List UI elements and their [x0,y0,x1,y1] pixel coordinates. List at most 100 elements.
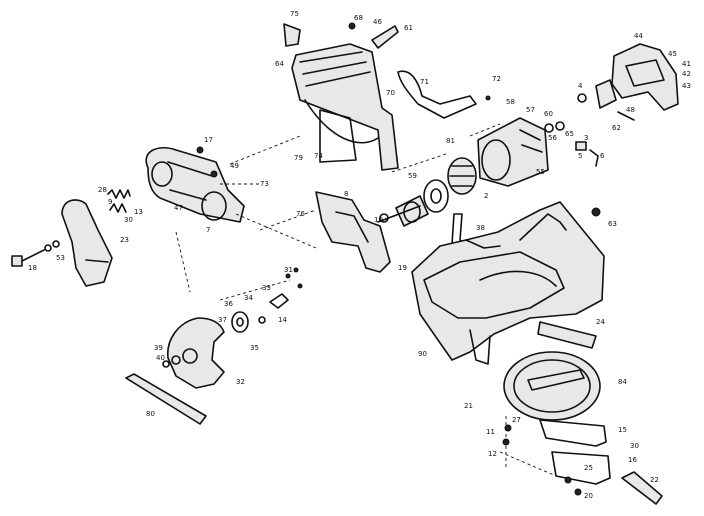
upper-blade-guard [291,43,399,171]
lock-knob-handle [621,471,663,505]
callout-22: 22 [650,476,659,484]
callout-55: 55 [536,168,545,176]
callout-9: 9 [108,198,112,206]
switch-handle [611,43,679,121]
fasteners [196,22,601,496]
callout-7: 7 [206,226,210,234]
callout-41: 41 [682,60,691,68]
callout-56: 56 [548,134,557,142]
callout-40: 40 [156,354,165,362]
callout-14: 14 [278,316,287,324]
callout-53: 53 [56,254,65,262]
callout-61: 61 [404,24,413,32]
callout-74: 74 [314,152,323,160]
callout-38: 38 [476,224,485,232]
callout-59: 59 [408,172,417,180]
fence-plate [537,321,597,349]
callout-46: 46 [373,18,382,26]
callout-58: 58 [506,98,515,106]
callout-81: 81 [446,137,455,145]
motor-housing [477,117,549,187]
callout-5: 5 [578,152,582,160]
callout-31: 31 [284,266,293,274]
carriage-bolt [11,240,60,267]
callout-27: 27 [512,416,521,424]
callout-62: 62 [612,124,621,132]
callout-57: 57 [526,106,535,114]
callout-3: 3 [584,134,588,142]
callout-32: 32 [236,378,245,386]
callout-37: 37 [218,316,227,324]
callout-18: 18 [28,264,37,272]
turntable [503,351,601,421]
hold-down-rod [125,373,207,425]
callout-19: 19 [398,264,407,272]
callout-49: 49 [230,162,239,170]
saw-base [411,201,605,365]
callout-20: 20 [584,492,593,500]
callout-10: 10 [374,216,383,224]
callout-65: 65 [565,130,574,138]
handle-bracket [371,25,399,49]
saw-blade [167,317,225,389]
callout-24: 24 [596,318,605,326]
guard-link-arm [397,70,477,119]
callout-labels: 75 68 46 61 64 71 72 70 79 74 58 57 81 4… [28,10,691,500]
callout-90: 90 [418,350,427,358]
callout-43: 43 [682,82,691,90]
callout-79: 79 [294,154,303,162]
callout-11: 11 [486,428,495,436]
callout-76: 76 [296,210,305,218]
callout-2: 2 [484,192,488,200]
callout-60: 60 [544,110,553,118]
motor-rotor [395,195,429,227]
callout-63: 63 [608,220,617,228]
callout-8: 8 [344,190,348,198]
callout-68: 68 [354,14,363,22]
callout-30b: 30 [630,442,639,450]
brush-holder [544,79,617,167]
callout-21: 21 [464,402,473,410]
callout-47: 47 [174,204,183,212]
lower-guard-plate [315,191,391,273]
callout-44: 44 [634,32,643,40]
callout-33: 33 [262,284,271,292]
spindle-shaft [377,205,421,223]
callout-17: 17 [204,136,213,144]
callout-25: 25 [584,464,593,472]
callout-13: 13 [134,208,143,216]
callout-75: 75 [290,10,299,18]
callout-6: 6 [600,152,605,160]
callout-4: 4 [578,82,583,90]
callout-34: 34 [244,294,253,302]
callout-16: 16 [628,456,637,464]
dust-elbow [61,199,113,287]
callout-80: 80 [146,410,155,418]
blade-flange [231,283,303,333]
callout-45: 45 [668,50,677,58]
belt-housing-arm [145,146,245,223]
callout-30a: 30 [124,216,133,224]
callout-23: 23 [120,236,129,244]
callout-70: 70 [386,89,395,97]
bevel-lock-lever [539,419,611,485]
callout-84: 84 [618,378,627,386]
arbor-nut [162,355,181,368]
callout-12: 12 [488,450,497,458]
callout-64: 64 [275,60,284,68]
callout-15: 15 [618,426,627,434]
guard-clip [283,23,301,47]
leader-lines [175,123,557,477]
callout-28: 28 [98,186,107,194]
callout-35: 35 [250,344,259,352]
spring-assembly [107,189,131,213]
callout-71: 71 [420,78,429,86]
motor-armature [447,157,477,195]
motor-fan [423,179,449,213]
callout-48: 48 [626,106,635,114]
callout-73: 73 [260,180,269,188]
callout-72: 72 [492,75,501,83]
callout-42: 42 [682,70,691,78]
callout-36: 36 [224,300,233,308]
